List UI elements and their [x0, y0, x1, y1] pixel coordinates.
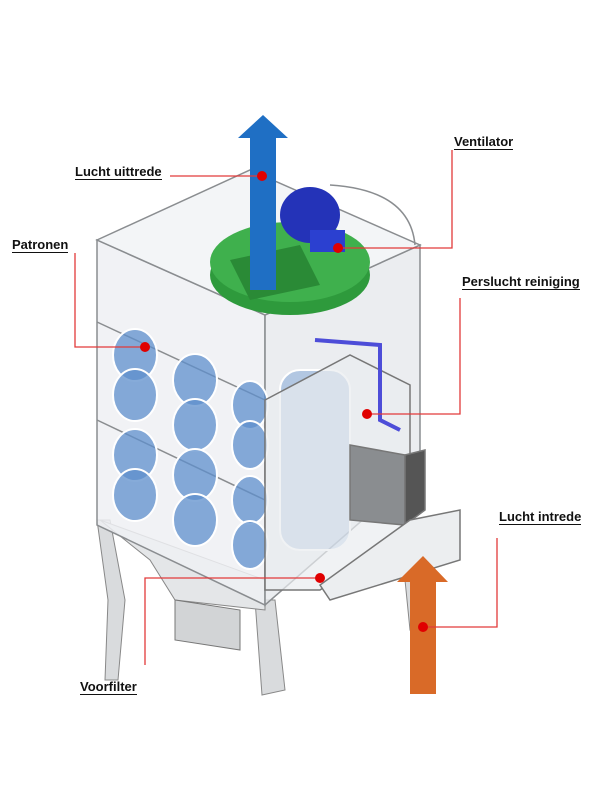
label-air-outlet: Lucht uittrede [75, 164, 162, 180]
label-compressed-air-cleaning: Perslucht reiniging [462, 274, 580, 290]
label-fan: Ventilator [454, 134, 514, 150]
dust-drawer [174, 599, 241, 651]
label-cartridges: Patronen [12, 237, 69, 253]
compressed-air-pipes [314, 338, 401, 432]
label-prefilter: Voorfilter [80, 679, 137, 695]
marker-dots [140, 171, 428, 632]
prefilter-box [264, 354, 461, 601]
leader-lines [74, 150, 498, 665]
outlet-arrow [238, 115, 288, 290]
label-air-inlet: Lucht intrede [499, 509, 582, 525]
